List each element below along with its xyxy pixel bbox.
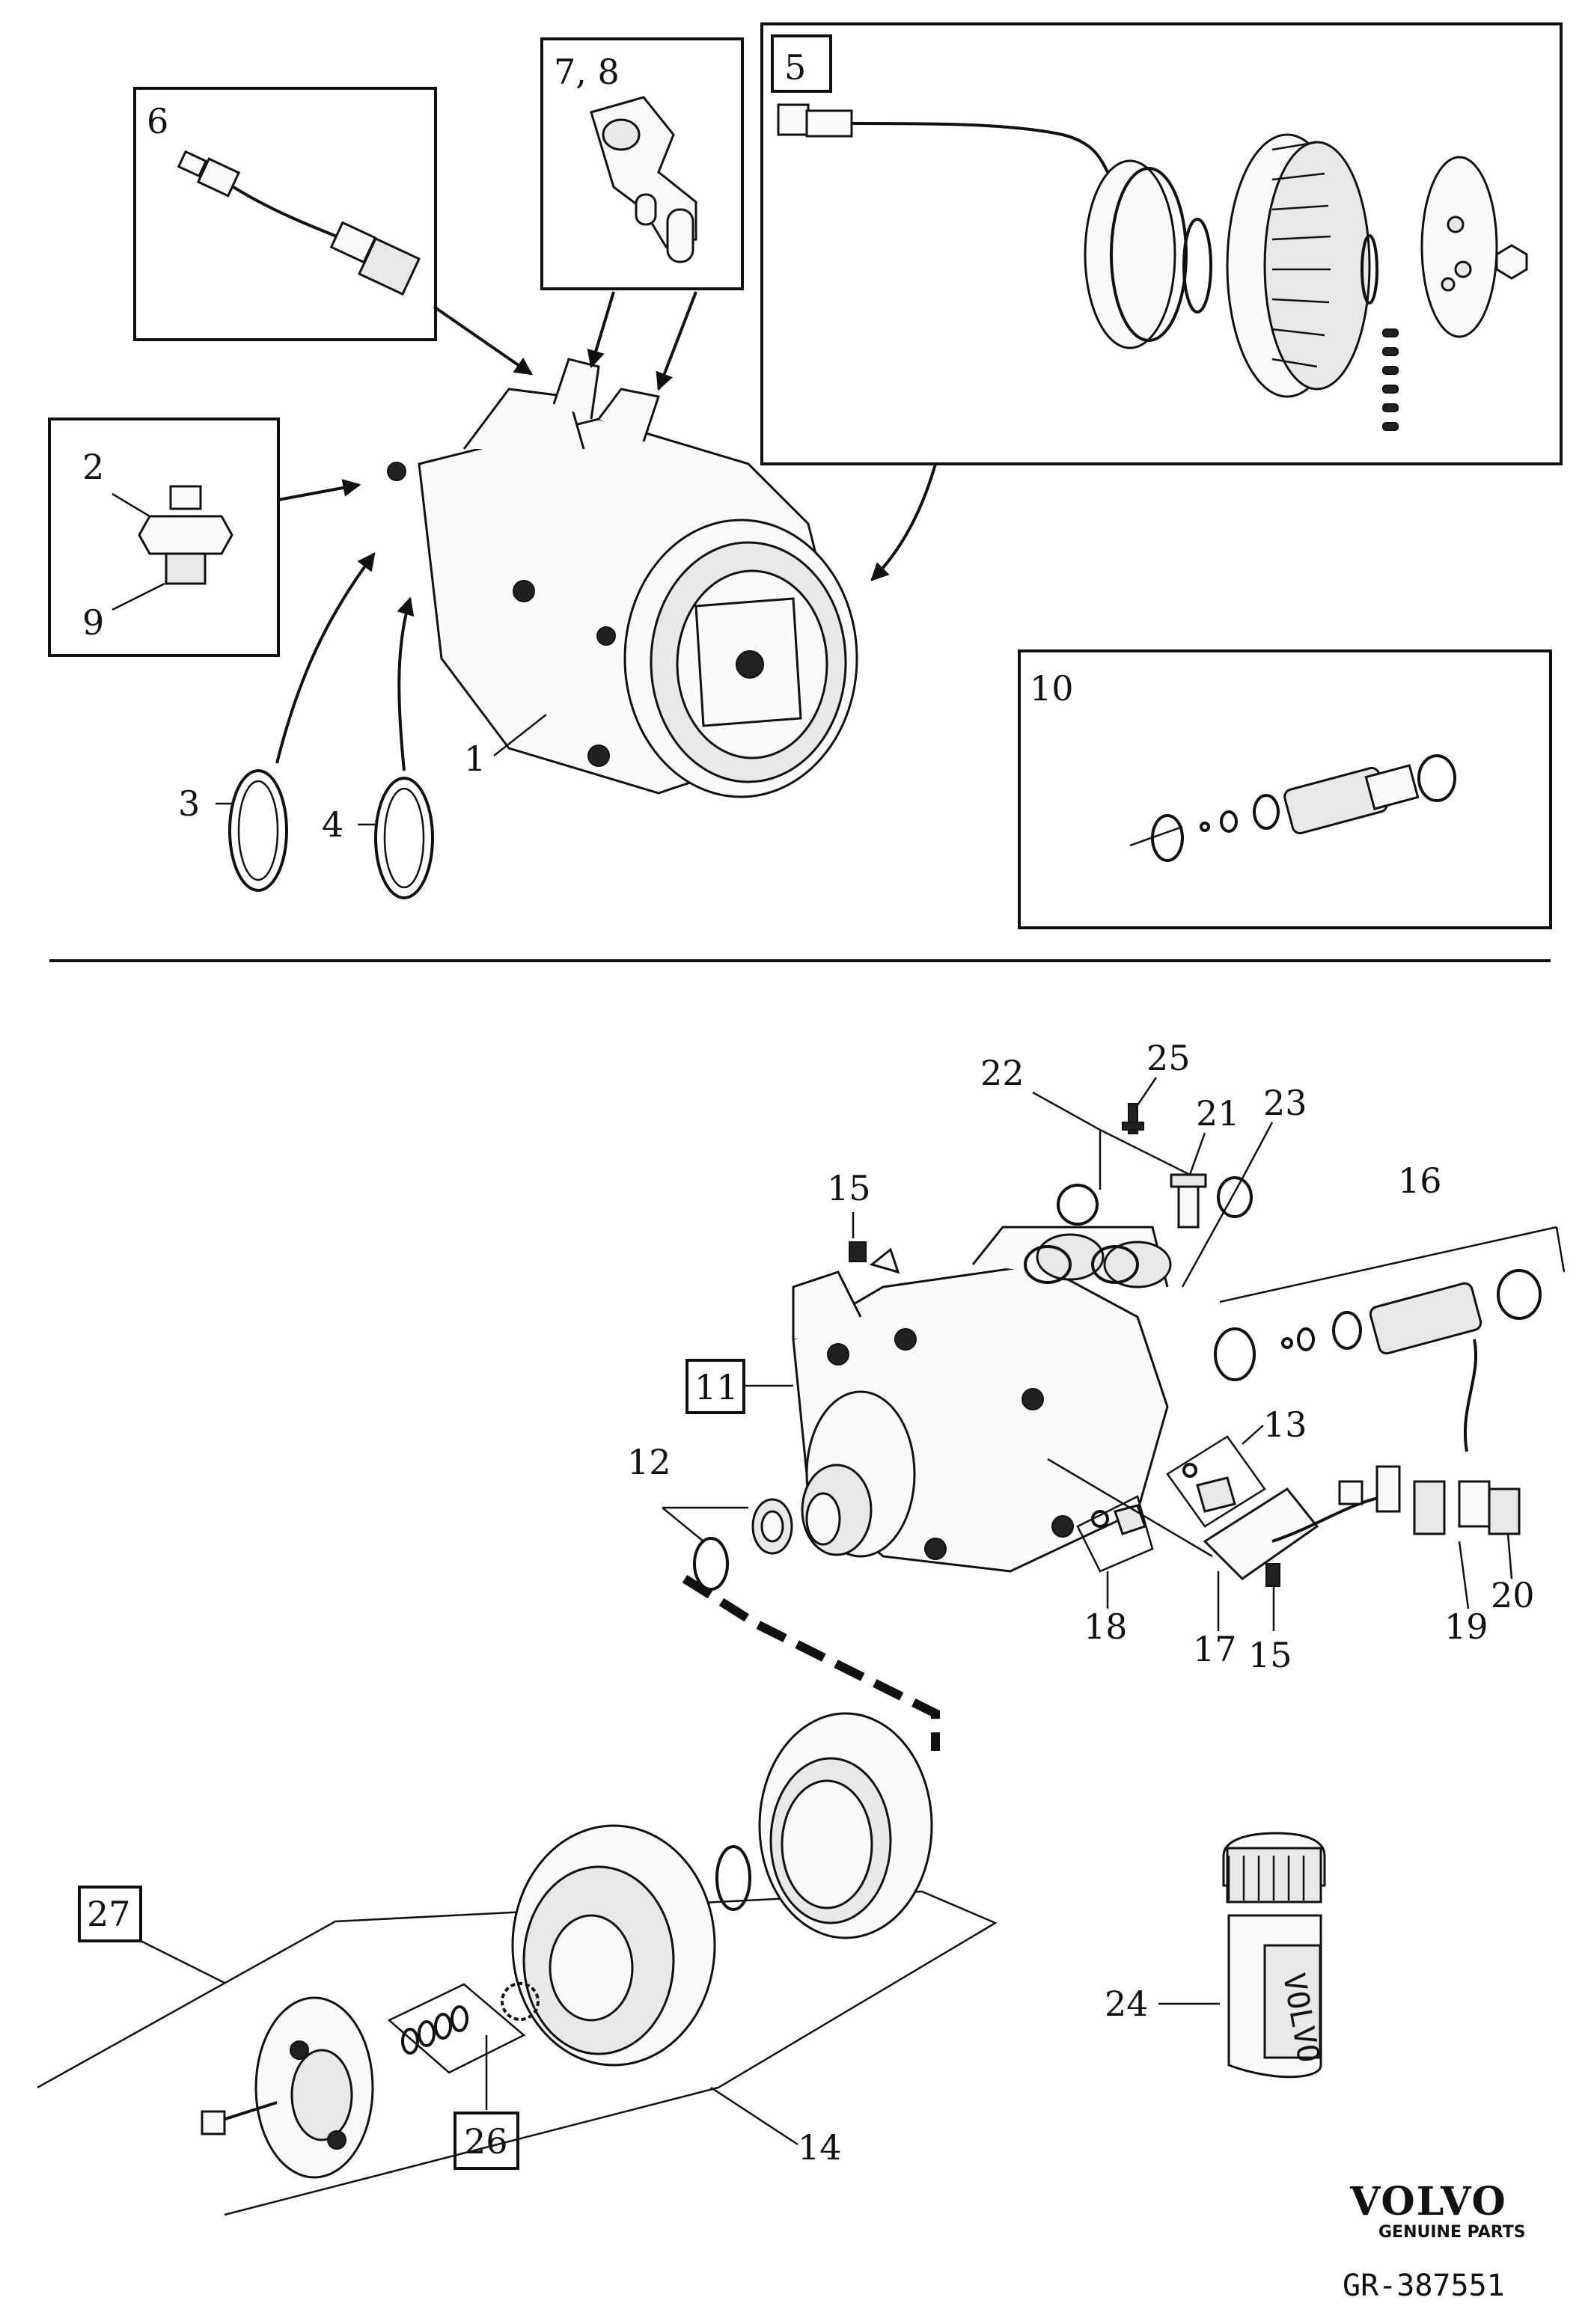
box-label-27 [78, 1886, 142, 1942]
pulley-icon [1226, 133, 1371, 398]
label-5: 5 [784, 47, 806, 88]
callout-box-6[interactable]: 6 [133, 87, 437, 341]
drive-plate-icon [1420, 156, 1528, 338]
pressure-sensor-icon [590, 96, 697, 263]
label-2: 2 [82, 447, 104, 487]
box-label-26 [454, 2112, 519, 2170]
compressor-assembly[interactable] [387, 358, 858, 798]
label-13: 13 [1263, 1404, 1307, 1445]
label-4: 4 [322, 804, 343, 845]
shaft-seal-set-12[interactable] [662, 1498, 793, 1591]
label-6: 6 [147, 101, 168, 141]
fitting-13[interactable] [1166, 1435, 1266, 1528]
callout-box-2-9[interactable]: 2 9 [48, 418, 280, 657]
clutch-kit-14[interactable] [37, 1712, 998, 2216]
label-15-upper: 15 [827, 1168, 871, 1208]
brand-name: VOLVO [1349, 2179, 1507, 2224]
shim-set-26[interactable] [387, 1983, 526, 2110]
callout-box-10[interactable]: 10 [1018, 649, 1552, 929]
shim-stack-icon [1382, 328, 1399, 431]
compressor-body-11[interactable] [792, 1226, 1172, 1573]
snap-ring-icon [1182, 218, 1212, 314]
compressor-pulley-icon [623, 519, 858, 798]
label-10: 10 [1030, 668, 1074, 709]
label-19: 19 [1444, 1606, 1488, 1647]
label-9: 9 [82, 602, 104, 643]
drive-plate-lower-icon [254, 1996, 374, 2179]
callout-box-7-8[interactable]: 7, 8 [540, 37, 744, 290]
label-3: 3 [178, 783, 200, 824]
screw-25[interactable] [1122, 1103, 1144, 1134]
label-20: 20 [1491, 1575, 1535, 1615]
label-23: 23 [1263, 1083, 1307, 1123]
o-ring-3[interactable] [228, 769, 288, 892]
control-valve-icon [1129, 754, 1456, 862]
reference-number: GR-387551 [1343, 2269, 1505, 2303]
shim-icon [1361, 234, 1378, 305]
pulley-lower-icon [511, 1824, 716, 2067]
bolt-15-upper[interactable] [849, 1241, 900, 1274]
label-15-lower: 15 [1248, 1635, 1292, 1675]
label-16: 16 [1398, 1161, 1442, 1201]
field-coil-icon [1084, 159, 1188, 349]
harness-connector-19[interactable] [1271, 1465, 1446, 1543]
clutch-coil-wire-icon [777, 103, 1109, 173]
label-14: 14 [798, 2127, 842, 2168]
bolt-15-lower[interactable] [1265, 1563, 1280, 1587]
label-27: 27 [87, 1894, 131, 1934]
snap-ring-lower-icon [715, 1845, 751, 1911]
bracket-17[interactable] [1047, 1458, 1319, 1580]
label-26: 26 [464, 2121, 508, 2162]
label-1: 1 [464, 739, 486, 779]
brand-block: VOLVO GENUINE PARTS GR-387551 [1343, 2179, 1526, 2303]
label-11: 11 [694, 1367, 739, 1407]
o-ring-23[interactable] [1217, 1176, 1253, 1218]
harness-connector-20[interactable] [1458, 1480, 1521, 1535]
service-valve-21[interactable] [1170, 1173, 1207, 1229]
relief-valve-icon [138, 485, 233, 585]
harness-cable-icon [177, 150, 421, 296]
o-ring-4[interactable] [374, 777, 434, 899]
label-7-8: 7, 8 [554, 52, 620, 92]
pointer-arrows [275, 291, 937, 771]
compressor-front-shaft-icon [801, 1390, 916, 1558]
label-18: 18 [1084, 1606, 1128, 1647]
center-bolt-icon [201, 2101, 278, 2135]
brand-tagline: GENUINE PARTS [1378, 2223, 1526, 2242]
shim-washer-icon [501, 1982, 540, 2021]
o-rings-22[interactable] [1024, 1184, 1139, 1284]
label-21: 21 [1196, 1093, 1240, 1134]
oil-bottle-24[interactable]: VOLVO [1222, 1832, 1326, 2079]
dashed-link [682, 1574, 940, 1751]
field-coil-lower-icon [758, 1712, 933, 1939]
callout-box-5[interactable]: 5 [760, 22, 1563, 465]
label-17: 17 [1193, 1629, 1237, 1669]
label-12: 12 [627, 1442, 671, 1482]
label-25: 25 [1146, 1038, 1191, 1078]
label-24: 24 [1105, 1984, 1149, 2024]
label-22: 22 [980, 1053, 1024, 1093]
control-valve-16[interactable] [1214, 1226, 1566, 1452]
